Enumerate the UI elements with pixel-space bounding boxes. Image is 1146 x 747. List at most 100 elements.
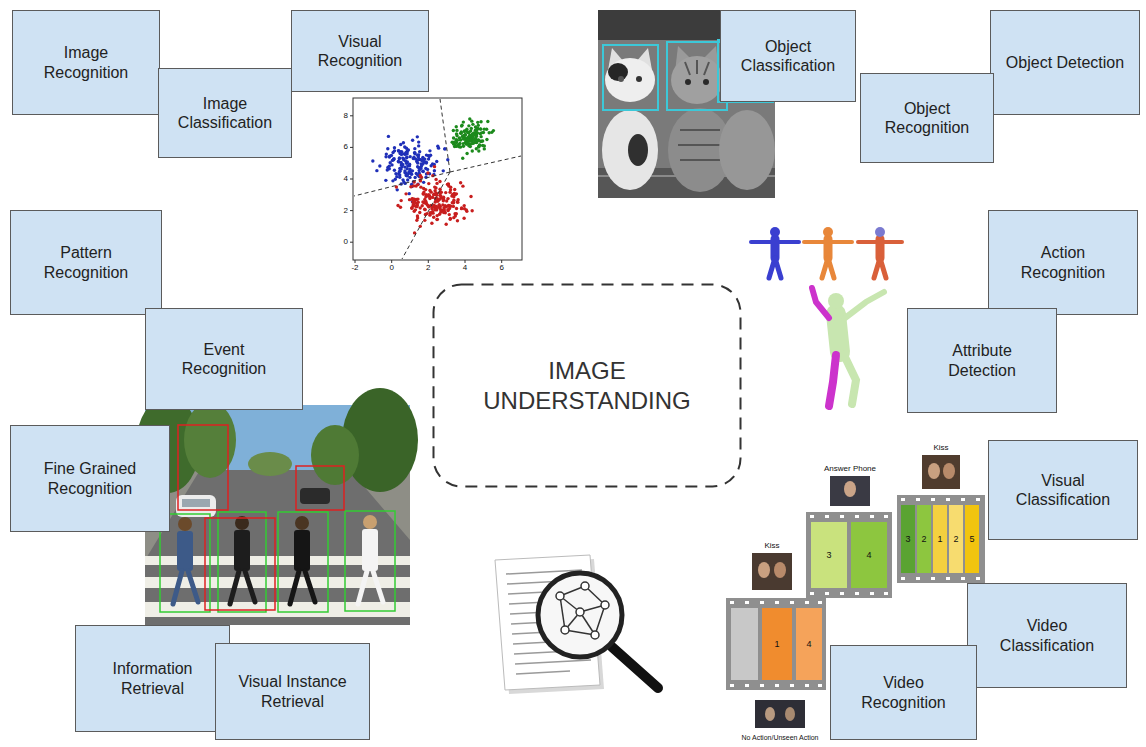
scatter-point — [422, 187, 425, 190]
search-icon — [560, 596, 565, 630]
scatter-point — [384, 179, 387, 182]
concept-label: Object Detection — [1006, 53, 1124, 72]
decision-boundary — [354, 99, 521, 259]
scatter-point — [393, 149, 396, 152]
video-thumbnail — [922, 455, 960, 489]
film-strip — [730, 601, 734, 604]
scatter-point — [461, 157, 464, 160]
film-strip — [790, 684, 794, 687]
scatter-point — [425, 161, 428, 164]
scatter-point — [452, 216, 455, 219]
scatter-point — [476, 131, 479, 134]
search-icon — [556, 592, 564, 600]
scatter-point — [481, 144, 484, 147]
scatter-point — [442, 211, 445, 214]
scatter-plot — [353, 98, 522, 260]
scatter-point — [405, 156, 408, 159]
film-strip — [760, 684, 764, 687]
scatter-point — [404, 151, 407, 154]
film-strip — [884, 515, 888, 518]
concept-box: Attribute Detection — [907, 308, 1057, 413]
axis-tick-label: -2 — [351, 264, 358, 272]
scatter-point — [421, 200, 424, 203]
scatter-point — [453, 193, 456, 196]
walking-person — [294, 530, 310, 571]
video-thumbnail — [755, 700, 805, 728]
film-strip — [806, 512, 892, 598]
scatter-point — [431, 162, 434, 165]
scatter-point — [455, 132, 458, 135]
scatter-point — [439, 208, 442, 211]
film-strip — [760, 601, 764, 604]
scatter-point — [476, 121, 479, 124]
film-strip — [810, 592, 814, 595]
film-strip — [851, 522, 887, 588]
film-strip — [745, 684, 749, 687]
clip-caption: Kiss — [764, 542, 779, 550]
detection-box — [296, 466, 344, 510]
cat-photo — [608, 63, 628, 81]
frame-number: 2 — [953, 535, 958, 544]
pose-figure — [812, 288, 884, 406]
scatter-point — [449, 185, 452, 188]
scatter-point — [465, 138, 468, 141]
concept-label: Image Recognition — [30, 43, 142, 81]
scatter-point — [422, 158, 425, 161]
scatter-point — [408, 163, 411, 166]
frame-number: 4 — [806, 640, 811, 649]
scatter-point — [467, 135, 470, 138]
concept-box: Visual Recognition — [291, 10, 429, 92]
scatter-point — [419, 206, 422, 209]
film-strip — [901, 577, 905, 580]
scatter-point — [416, 182, 419, 185]
scatter-point — [371, 159, 374, 162]
scatter-point — [453, 188, 456, 191]
video-thumbnail — [785, 707, 795, 721]
film-strip — [961, 498, 965, 501]
concept-box: Visual Instance Retrieval — [215, 643, 370, 740]
search-icon — [561, 626, 569, 634]
concept-label: Object Recognition — [875, 99, 979, 137]
film-strip — [818, 684, 822, 687]
concept-label: Pattern Recognition — [30, 243, 142, 281]
scatter-point — [466, 138, 469, 141]
scatter-point — [458, 142, 461, 145]
scatter-point — [433, 169, 436, 172]
dashed-outline — [432, 283, 742, 488]
film-strip — [840, 515, 844, 518]
scatter-point — [467, 144, 470, 147]
street-photo — [300, 488, 330, 504]
scatter-point — [479, 120, 482, 123]
film-strip — [818, 601, 822, 604]
scatter-point — [398, 167, 401, 170]
dashed-outline — [434, 285, 741, 487]
scatter-point — [446, 183, 449, 186]
scatter-point — [421, 170, 424, 173]
search-icon — [576, 608, 584, 616]
axis-tick-label: 0 — [389, 264, 393, 272]
central-topic: IMAGE UNDERSTANDING — [432, 283, 742, 488]
film-strip — [901, 498, 905, 501]
pose-figure — [804, 227, 852, 278]
scatter-point — [438, 203, 441, 206]
concept-box: Video Recognition — [830, 645, 977, 740]
street-photo — [182, 499, 210, 507]
scatter-point — [438, 180, 441, 183]
scatter-point — [480, 131, 483, 134]
axis-tick — [350, 116, 502, 263]
scatter-point — [451, 201, 454, 204]
scatter-point — [451, 201, 454, 204]
street-photo — [145, 470, 410, 625]
scatter-point — [404, 192, 407, 195]
scatter-point — [402, 157, 405, 160]
scatter-point — [460, 207, 463, 210]
cat-photo — [685, 79, 691, 85]
search-icon — [560, 586, 605, 635]
scatter-point — [419, 167, 422, 170]
search-icon — [556, 582, 609, 639]
scatter-point — [416, 197, 419, 200]
scatter-point — [387, 135, 390, 138]
scatter-point — [460, 124, 463, 127]
search-icon — [495, 555, 658, 694]
